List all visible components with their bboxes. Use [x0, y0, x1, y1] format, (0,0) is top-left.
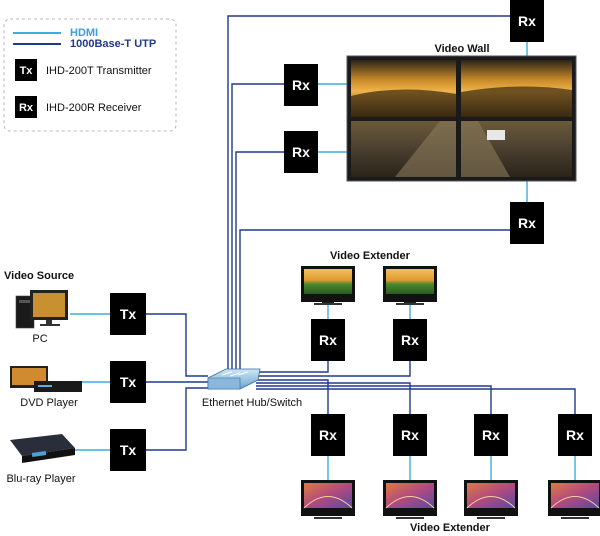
dvd-player-icon [10, 366, 82, 392]
rx-label: Rx [566, 427, 584, 443]
rx-extender-bottom-4: Rx [558, 414, 592, 456]
bluray-player-icon [10, 434, 75, 463]
legend-rx-desc: IHD-200R Receiver [46, 102, 142, 114]
video-wall-label: Video Wall [434, 43, 489, 55]
monitor-bottom-1 [301, 480, 355, 519]
rx-extender-bottom-3: Rx [474, 414, 508, 456]
rx-extender-bottom-1: Rx [311, 414, 345, 456]
tx-bluray: Tx [110, 429, 146, 471]
legend-tx-code: Tx [20, 65, 34, 77]
rx-label: Rx [518, 13, 536, 29]
legend-rx-code: Rx [19, 102, 34, 114]
monitor-mid-1 [301, 266, 355, 305]
legend-tx-box [15, 59, 37, 81]
rx-top-right: Rx [510, 0, 544, 42]
rx-extender-mid-1: Rx [311, 319, 345, 361]
hdmi-cables [70, 42, 576, 480]
legend-utp-label: 1000Base-T UTP [70, 38, 156, 50]
legend-rx-box [15, 96, 37, 118]
rx-label: Rx [292, 144, 310, 160]
tx-label: Tx [120, 374, 137, 390]
utp-cables [146, 15, 576, 451]
rx-label: Rx [482, 427, 500, 443]
rx-label: Rx [319, 427, 337, 443]
video-wall [346, 55, 577, 182]
monitor-mid-2 [383, 266, 437, 305]
ethernet-switch-icon [207, 368, 261, 390]
dvd-label: DVD Player [20, 397, 78, 409]
rx-label: Rx [401, 332, 419, 348]
rx-extender-bottom-2: Rx [393, 414, 427, 456]
legend-hdmi-label: HDMI [70, 27, 98, 39]
monitor-bottom-4 [548, 480, 600, 519]
rx-label: Rx [518, 215, 536, 231]
video-extender-mid-label: Video Extender [330, 250, 411, 262]
monitor-bottom-2 [383, 480, 437, 519]
rx-wall-left-top: Rx [284, 64, 318, 106]
video-source-label: Video Source [4, 270, 74, 282]
rx-wall-left-bottom: Rx [284, 131, 318, 173]
monitor-bottom-3 [464, 480, 518, 519]
rx-label: Rx [401, 427, 419, 443]
rx-extender-mid-2: Rx [393, 319, 427, 361]
tx-label: Tx [120, 442, 137, 458]
switch-label: Ethernet Hub/Switch [202, 397, 302, 409]
rx-label: Rx [292, 77, 310, 93]
rx-wall-bottom-right: Rx [510, 202, 544, 244]
tx-dvd: Tx [110, 361, 146, 403]
tx-pc: Tx [110, 293, 146, 335]
pc-icon [15, 290, 68, 329]
bluray-label: Blu-ray Player [6, 473, 75, 485]
legend: HDMI 1000Base-T UTP Tx IHD-200T Transmit… [3, 18, 177, 132]
video-extender-bottom-label: Video Extender [410, 522, 491, 534]
pc-label: PC [32, 333, 47, 345]
tx-label: Tx [120, 306, 137, 322]
rx-label: Rx [319, 332, 337, 348]
legend-tx-desc: IHD-200T Transmitter [46, 65, 152, 77]
